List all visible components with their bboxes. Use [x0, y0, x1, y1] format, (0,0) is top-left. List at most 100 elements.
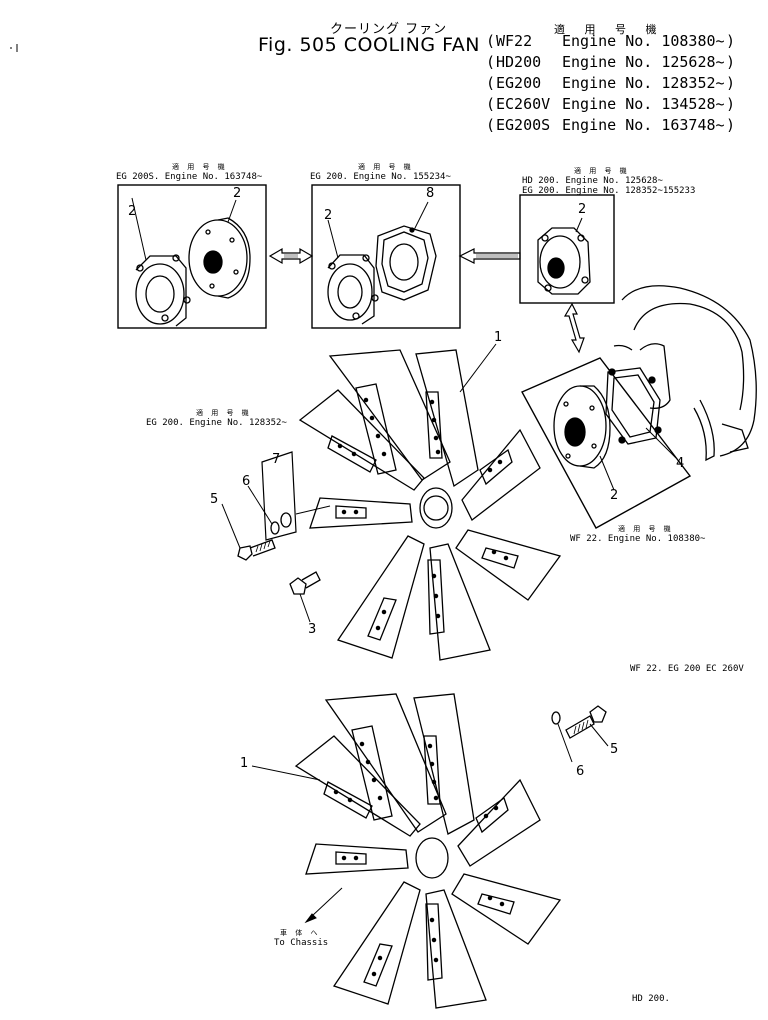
- applicability-row: ( HD200 Engine No. 125628~ ): [486, 53, 756, 74]
- inset-right-applicability-1: HD 200. Engine No. 125628~: [522, 176, 663, 186]
- row-open-paren: (: [486, 74, 496, 92]
- upper-washer-note: EG 200. Engine No. 128352~: [146, 418, 287, 428]
- inset-right-callout-hub: 2: [578, 202, 587, 217]
- inset-bottom-right-callout-gasket: 4: [676, 456, 685, 471]
- row-model: WF22: [496, 32, 533, 50]
- row-close-paren: ): [726, 74, 736, 92]
- applicability-row: ( EG200S Engine No. 163748~ ): [486, 116, 756, 137]
- inset-right-hub-flange: [537, 227, 591, 295]
- inset-bottom-right-applicability: WF 22. Engine No. 108380~: [570, 534, 706, 544]
- row-open-paren: (: [486, 53, 496, 71]
- row-close-paren: ): [726, 116, 736, 134]
- inset-middle-callout-hub: 2: [324, 208, 333, 223]
- upper-callout-bolt: 5: [210, 492, 219, 507]
- inset-left-heading: 適 用 号 機: [172, 163, 228, 171]
- upper-fan: [298, 349, 562, 661]
- margin-mark: [10, 44, 18, 52]
- inset-middle-spacer: [375, 225, 437, 301]
- inset-bottom-right-gasket: [605, 367, 662, 445]
- inset-bottom-right-callout-hub: 2: [610, 488, 619, 503]
- inset-left-plate: [188, 217, 251, 299]
- lower-washer: [551, 711, 561, 725]
- inset-middle-leader-a: [327, 219, 339, 259]
- lower-washer-leader: [557, 723, 573, 763]
- figure-title: Fig. 505 COOLING FAN: [258, 34, 481, 56]
- upper-washer-leader: [295, 505, 331, 515]
- inset-middle-hub-flange: [327, 254, 379, 325]
- inset-bottom-right-hub: [553, 385, 611, 469]
- to-chassis-japanese: 車 体 へ: [280, 929, 321, 937]
- upper-fan-leader: [459, 343, 497, 393]
- row-model: EG200: [496, 74, 542, 92]
- upper-lockwasher-leader: [247, 485, 273, 525]
- row-open-paren: (: [486, 32, 496, 50]
- lower-fan: [294, 693, 562, 1009]
- applicability-heading: 適 用 号 機: [554, 23, 665, 36]
- inset-left-leader-a: [131, 197, 147, 261]
- row-engine: Engine No. 163748~: [562, 116, 725, 134]
- to-chassis-label: To Chassis: [274, 938, 329, 948]
- upper-bolt: [237, 539, 276, 561]
- upper-callout-washer: 7: [272, 452, 281, 467]
- inset-right-leader: [575, 217, 583, 233]
- inset-left-box: [117, 184, 267, 329]
- inset-bottom-right-heading: 適 用 号 機: [618, 525, 674, 533]
- row-open-paren: (: [486, 95, 496, 113]
- inset-right-heading: 適 用 号 機: [574, 167, 630, 175]
- upper-callout-lock-washer: 6: [242, 474, 251, 489]
- lower-fan-leader: [251, 765, 321, 781]
- inset-bottom-right-box: [521, 357, 692, 529]
- upper-fan-rivets: [337, 397, 509, 631]
- inset-left-leader-b: [227, 199, 237, 223]
- upper-nipple: [289, 571, 321, 595]
- inset-middle-leader-b: [413, 201, 429, 231]
- pump-housing: [613, 285, 757, 462]
- inset-right-box: [519, 194, 615, 304]
- upper-callout-nipple: 3: [308, 622, 317, 637]
- inset-left-hub-flange: [135, 254, 191, 327]
- applicability-row: ( EC260V Engine No. 134528~ ): [486, 95, 756, 116]
- row-model: EG200S: [496, 116, 551, 134]
- inset-middle-callout-spacer: 8: [426, 186, 435, 201]
- upper-washer-bracket: [261, 451, 297, 541]
- lower-bolt: [565, 705, 607, 739]
- lower-fan-rivets: [333, 741, 505, 977]
- to-chassis-arrow: [304, 887, 343, 924]
- row-close-paren: ): [726, 95, 736, 113]
- title-japanese: クーリング ファン: [330, 22, 448, 37]
- row-engine: Engine No. 128352~: [562, 74, 725, 92]
- upper-callout-fan: 1: [494, 330, 503, 345]
- interchange-arrow-right: [458, 248, 521, 264]
- upper-nipple-leader: [299, 593, 311, 623]
- upper-washer-note-heading: 適 用 号 機: [196, 409, 252, 417]
- interchange-arrow-vertical: [563, 302, 585, 354]
- interchange-arrow-left: [268, 247, 314, 265]
- lower-models-caption: HD 200.: [632, 994, 670, 1004]
- row-engine: Engine No. 125628~: [562, 53, 725, 71]
- inset-middle-box: [311, 184, 461, 329]
- row-model: EC260V: [496, 95, 551, 113]
- inset-bottom-right-leader-4: [645, 427, 677, 459]
- inset-left-applicability: EG 200S. Engine No. 163748~: [116, 172, 263, 182]
- applicability-row: ( EG200 Engine No. 128352~ ): [486, 74, 756, 95]
- inset-middle-heading: 適 用 号 機: [358, 163, 414, 171]
- row-close-paren: ): [726, 53, 736, 71]
- inset-left-callout-plate: 2: [233, 186, 242, 201]
- upper-washer: [280, 512, 292, 528]
- row-model: HD200: [496, 53, 542, 71]
- row-engine: Engine No. 134528~: [562, 95, 725, 113]
- inset-right-applicability-2: EG 200. Engine No. 128352~155233: [522, 186, 696, 196]
- row-open-paren: (: [486, 116, 496, 134]
- inset-middle-applicability: EG 200. Engine No. 155234~: [310, 172, 451, 182]
- lower-callout-fan: 1: [240, 756, 249, 771]
- inset-left-callout-hub: 2: [128, 204, 137, 219]
- lower-bolt-leader: [589, 723, 609, 747]
- inset-bottom-right-leader-2: [599, 455, 615, 491]
- row-close-paren: ): [726, 32, 736, 50]
- upper-bolt-leader: [221, 503, 241, 549]
- upper-models-caption: WF 22. EG 200 EC 260V: [630, 664, 744, 674]
- lower-callout-washer: 6: [576, 764, 585, 779]
- applicability-row: ( WF22 Engine No. 108380~ ): [486, 32, 756, 53]
- upper-lock-washer: [270, 521, 280, 535]
